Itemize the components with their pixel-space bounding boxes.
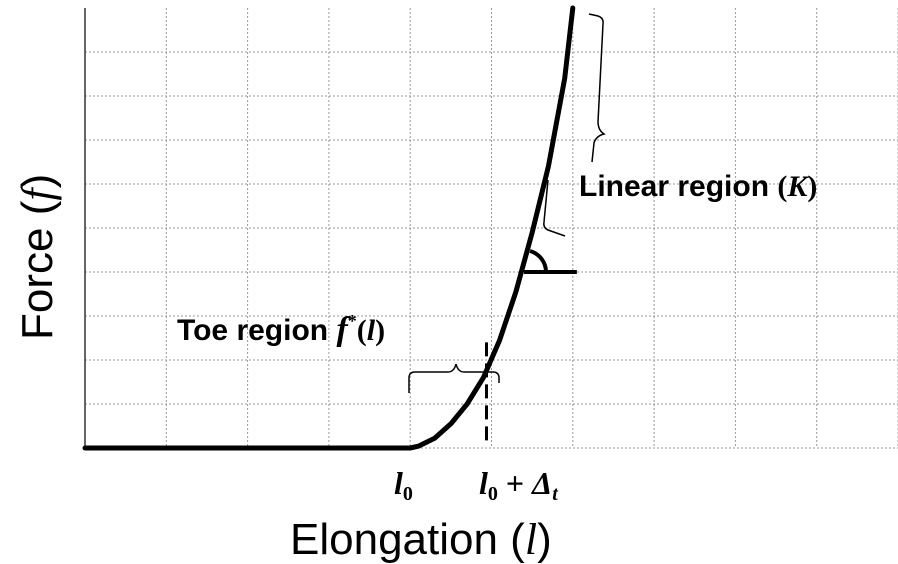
- toe-region-brace: [408, 363, 500, 393]
- x-axis-label: Elongation (l): [290, 515, 552, 564]
- y-axis-label: Force (f): [13, 174, 62, 340]
- linear-region-label: Linear region (K): [579, 170, 817, 203]
- force-curve: [82, 5, 576, 451]
- linear-region-brace-lower: [543, 179, 566, 237]
- plot-grid: [85, 8, 898, 449]
- x-tick-l0-plus-delta: l0 + Δt: [479, 465, 559, 505]
- x-tick-l0: l0: [394, 465, 413, 505]
- toe-region-label: Toe region f*(l): [177, 311, 385, 348]
- linear-region-brace: [588, 13, 606, 163]
- slope-angle-arc: [529, 249, 549, 273]
